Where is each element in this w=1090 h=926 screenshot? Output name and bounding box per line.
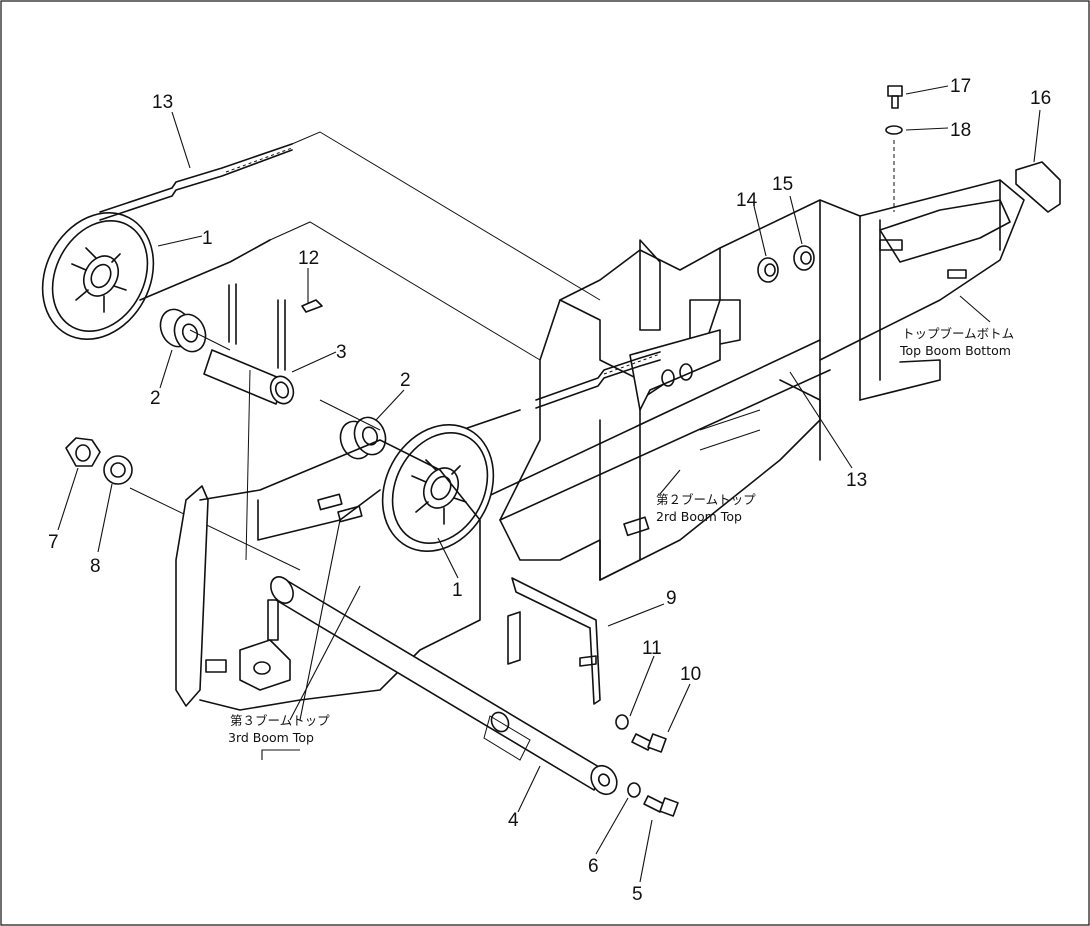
callout-8: 8 — [90, 556, 101, 577]
callout-labels: 13 1 2 3 12 2 7 8 1 13 9 11 10 4 6 5 14 … — [48, 76, 1051, 905]
callout-16: 16 — [1030, 88, 1051, 109]
roller-14 — [757, 257, 779, 283]
callout-6: 6 — [588, 856, 599, 877]
callout-3: 3 — [336, 342, 347, 363]
callout-15: 15 — [772, 174, 793, 195]
callout-14: 14 — [736, 190, 758, 211]
callout-18: 18 — [950, 120, 971, 141]
note-top-boom-bottom-en: Top Boom Bottom — [899, 343, 1011, 358]
washer-6 — [627, 782, 641, 798]
third-boom-top — [175, 439, 481, 711]
callout-13-lower: 13 — [846, 470, 867, 491]
callout-9: 9 — [666, 588, 677, 609]
callout-12: 12 — [298, 248, 319, 269]
callout-2-left: 2 — [150, 388, 161, 409]
lock-washer-8 — [103, 455, 133, 485]
callout-11: 11 — [642, 638, 662, 659]
leader-lines — [57, 85, 1041, 883]
bolt-17 — [887, 85, 903, 109]
callout-1-lower: 1 — [452, 580, 463, 601]
washer-11 — [615, 714, 629, 730]
pad-16 — [1015, 161, 1061, 213]
assembly-lines — [129, 131, 601, 571]
callout-7: 7 — [48, 532, 59, 553]
bolt-10 — [631, 733, 667, 753]
boom-notes: トップブームボトム Top Boom Bottom 第２ブームトップ 2rd B… — [228, 326, 1014, 745]
boom-pin-4 — [270, 576, 618, 796]
bracket-9 — [507, 577, 601, 705]
callout-10: 10 — [680, 664, 701, 685]
callout-4: 4 — [508, 810, 519, 831]
callout-2-middle: 2 — [400, 370, 411, 391]
note-second-boom-top-jp: 第２ブームトップ — [656, 492, 756, 507]
roller-2-middle — [339, 416, 387, 460]
boom-assembly — [479, 179, 1025, 581]
roller-15 — [793, 245, 815, 271]
callout-13-upper: 13 — [152, 92, 173, 113]
callout-5: 5 — [632, 884, 643, 905]
note-third-boom-top-jp: 第３ブームトップ — [230, 713, 330, 728]
roller-2-left — [159, 308, 207, 353]
callout-17: 17 — [950, 76, 971, 97]
washer-18 — [885, 125, 903, 212]
cable-13-upper — [99, 143, 293, 301]
callout-1-upper: 1 — [202, 228, 213, 249]
bolt-5 — [643, 795, 679, 817]
cotter-pin-12 — [301, 299, 323, 313]
nut-7 — [65, 437, 101, 467]
note-second-boom-top-en: 2rd Boom Top — [656, 509, 742, 524]
note-third-boom-top-en: 3rd Boom Top — [228, 730, 314, 745]
note-top-boom-bottom-jp: トップブームボトム — [902, 326, 1014, 341]
sheave-upper-left — [41, 212, 155, 340]
sleeve-3 — [203, 283, 295, 405]
